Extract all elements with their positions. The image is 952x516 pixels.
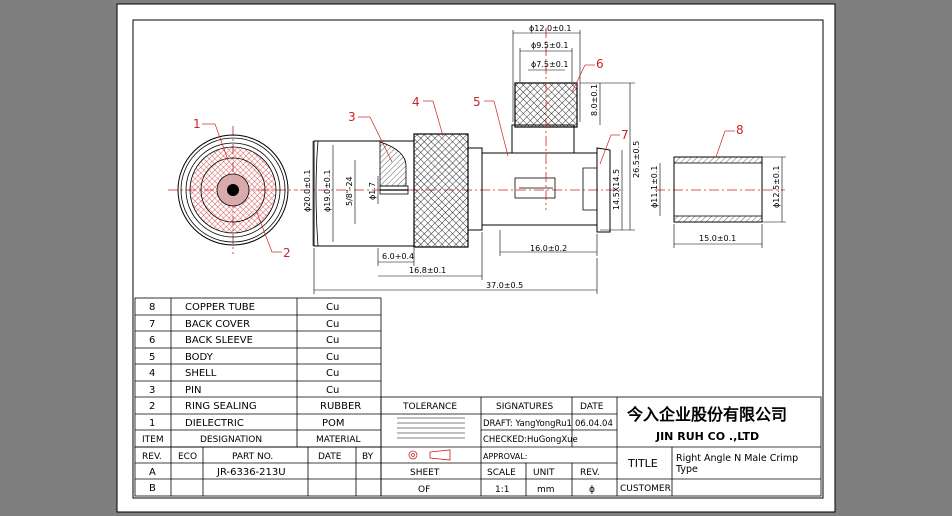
rev-header-part: PART NO. [232, 452, 273, 462]
bom-table: 8 COPPER TUBE Cu 7 BACK COVER Cu 6 BACK … [134, 297, 382, 448]
checked-value: CHECKED:HuGongXue [483, 435, 578, 445]
revision-table: REV. ECO PART NO. DATE BY A JR-6336-213U… [134, 446, 382, 497]
tolerance-chart [397, 417, 465, 439]
rev-header-rev: REV. [142, 452, 162, 462]
draft-date: 06.04.04 [575, 419, 613, 429]
rev-header-date: DATE [318, 452, 342, 462]
front-view [168, 126, 298, 254]
approval-label: APPROVAL: [483, 452, 527, 461]
rev-value: ϕ [589, 485, 595, 495]
bom-header-item: ITEM [142, 435, 164, 445]
bom-row-1-material: POM [322, 418, 345, 429]
rev-row-a: A [149, 467, 156, 478]
bom-row-6-material: Cu [326, 335, 339, 346]
bom-row-3-material: Cu [326, 385, 339, 396]
title-value-line1: Right Angle N Male Crimp [676, 453, 798, 464]
sheet-value: OF [418, 485, 430, 495]
dim-d17: ϕ1.7 [368, 182, 377, 200]
bom-row-7-item: 7 [149, 319, 155, 330]
balloon-3: 3 [348, 110, 356, 124]
dim-d111: ϕ11.1±0.1 [650, 165, 659, 208]
dim-w150: 15.0±0.1 [699, 234, 736, 243]
bom-row-4-material: Cu [326, 368, 339, 379]
copper-tube-view [655, 156, 785, 223]
bom-row-5-designation: BODY [185, 352, 214, 363]
bom-row-5-item: 5 [149, 352, 155, 363]
tolerance-label: TOLERANCE [402, 402, 457, 412]
dim-w60: 6.0+0.4 [382, 252, 414, 261]
dim-d190: ϕ19.0±0.1 [323, 169, 332, 212]
bom-row-2-item: 2 [149, 401, 155, 412]
title-block: TOLERANCE SIGNATURES DATE DRAFT: YangYon… [380, 396, 822, 497]
dim-h145: 14.5X14.5 [612, 169, 621, 210]
balloon-2: 2 [283, 246, 291, 260]
dim-h265: 26.5±0.5 [632, 141, 641, 178]
rev-row-b: B [149, 483, 156, 494]
customer-label: CUSTOMER [620, 484, 671, 494]
scale-value: 1:1 [495, 485, 509, 495]
rev-row-a-part: JR-6336-213U [216, 467, 286, 478]
unit-label: UNIT [533, 468, 555, 478]
sheet-label: SHEET [410, 468, 440, 478]
bom-row-8-item: 8 [149, 302, 155, 313]
date-label: DATE [580, 402, 604, 412]
bom-row-3-item: 3 [149, 385, 155, 396]
rev-header-by: BY [362, 452, 374, 462]
dim-d125: ϕ12.5±0.1 [772, 165, 781, 208]
scale-label: SCALE [487, 468, 516, 478]
part-balloons: 1 2 3 4 5 6 7 8 [193, 57, 744, 260]
bom-row-2-designation: RING SEALING [185, 401, 257, 412]
dim-thread: 5/8"-24 [345, 176, 354, 206]
bom-row-4-designation: SHELL [185, 368, 217, 379]
projection-symbol [408, 449, 451, 461]
dim-d95: ϕ9.5±0.1 [531, 41, 568, 50]
rev-header-eco: ECO [178, 452, 197, 462]
dimension-lines [312, 30, 786, 294]
bom-header-designation: DESIGNATION [200, 435, 262, 445]
balloon-4: 4 [412, 95, 420, 109]
balloon-7: 7 [621, 128, 629, 142]
dim-w160: 16.0±0.2 [530, 244, 567, 253]
dim-d75: ϕ7.5±0.1 [531, 60, 568, 69]
balloon-6: 6 [596, 57, 604, 71]
bom-row-1-item: 1 [149, 418, 155, 429]
bom-row-1-designation: DIELECTRIC [185, 418, 244, 429]
dimension-labels: ϕ12.0±0.1 ϕ9.5±0.1 ϕ7.5±0.1 8.0±0.1 26.5… [303, 24, 781, 290]
signatures-label: SIGNATURES [496, 402, 554, 412]
bom-header-material: MATERIAL [316, 435, 361, 445]
bom-row-6-designation: BACK SLEEVE [185, 335, 253, 346]
bom-row-5-material: Cu [326, 352, 339, 363]
balloon-5: 5 [473, 95, 481, 109]
balloon-8: 8 [736, 123, 744, 137]
inner-border [132, 19, 824, 499]
bom-row-3-designation: PIN [185, 385, 201, 396]
paper [116, 3, 836, 513]
section-view [300, 28, 622, 248]
balloon-1: 1 [193, 117, 201, 131]
rev-label: REV. [580, 468, 600, 478]
bom-row-6-item: 6 [149, 335, 155, 346]
dim-w370: 37.0±0.5 [486, 281, 523, 290]
dim-d200: ϕ20.0±0.1 [303, 169, 312, 212]
draft-value: DRAFT: YangYongRu1 [483, 419, 572, 429]
unit-value: mm [537, 485, 555, 495]
company-name-english: JIN RUH CO .,LTD [655, 430, 759, 443]
dim-h8: 8.0±0.1 [590, 84, 599, 116]
dim-d12: ϕ12.0±0.1 [529, 24, 572, 33]
dim-w168: 16.8±0.1 [409, 266, 446, 275]
title-label: TITLE [627, 457, 658, 470]
bom-row-8-designation: COPPER TUBE [185, 302, 255, 313]
bom-row-7-material: Cu [326, 319, 339, 330]
bom-row-8-material: Cu [326, 302, 339, 313]
title-value-line2: Type [675, 464, 698, 475]
company-name-chinese: 今入企业股份有限公司 [626, 405, 787, 424]
bom-row-2-material: RUBBER [320, 401, 361, 412]
bom-row-7-designation: BACK COVER [185, 319, 250, 330]
bom-row-4-item: 4 [149, 368, 155, 379]
